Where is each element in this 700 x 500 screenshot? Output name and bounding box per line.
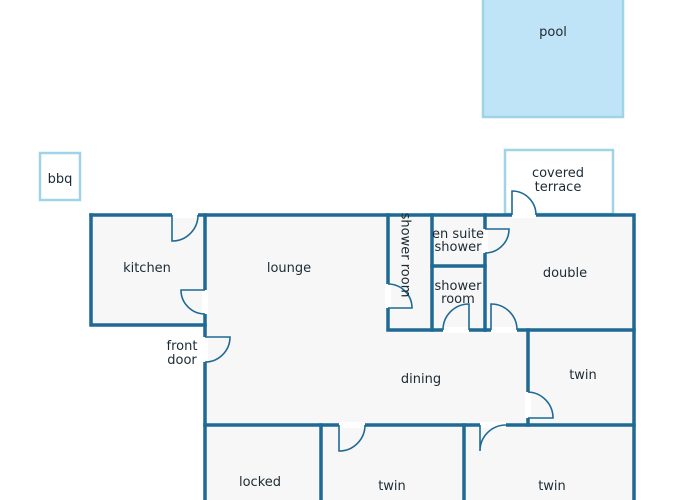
twin-right-door bbox=[527, 391, 554, 419]
kitchen-door bbox=[171, 214, 199, 242]
label-double: double bbox=[543, 266, 587, 281]
twin-bottom-right-door bbox=[479, 424, 507, 452]
label-door: door bbox=[167, 353, 197, 368]
label-lounge: lounge bbox=[267, 261, 311, 276]
label-twin-right: twin bbox=[569, 368, 597, 383]
label-shower: shower bbox=[435, 279, 483, 294]
door-swings bbox=[171, 190, 554, 452]
label-locked: locked bbox=[239, 475, 281, 490]
label-terrace: terrace bbox=[535, 180, 582, 195]
double-door bbox=[490, 303, 518, 331]
label-shower-room-vertical: shower room bbox=[398, 213, 413, 298]
front-door bbox=[204, 336, 231, 363]
building-floor bbox=[91, 215, 634, 500]
label-twin-middle: twin bbox=[378, 479, 406, 494]
label-front: front bbox=[167, 339, 198, 354]
label-en-suite: en suite bbox=[432, 227, 484, 242]
terrace-door bbox=[511, 190, 537, 216]
label-room: room bbox=[441, 292, 475, 307]
kitchen-lounge-door bbox=[180, 289, 206, 315]
label-covered: covered bbox=[532, 166, 584, 181]
label-kitchen: kitchen bbox=[123, 261, 171, 276]
shower-room-door bbox=[387, 283, 413, 309]
en-suite-door bbox=[484, 228, 510, 254]
room-labels: pool bbq covered terrace kitchen lounge … bbox=[48, 25, 597, 494]
label-twin-bottom-right: twin bbox=[538, 479, 566, 494]
label-bbq: bbq bbox=[48, 172, 73, 187]
pool-area bbox=[481, 0, 625, 119]
bbq-area bbox=[38, 151, 82, 202]
label-dining: dining bbox=[401, 372, 441, 387]
twin-middle-door bbox=[338, 424, 366, 452]
shower-room-small-door bbox=[442, 303, 470, 331]
label-en-suite-shower: shower bbox=[435, 240, 483, 255]
label-pool: pool bbox=[539, 25, 567, 40]
